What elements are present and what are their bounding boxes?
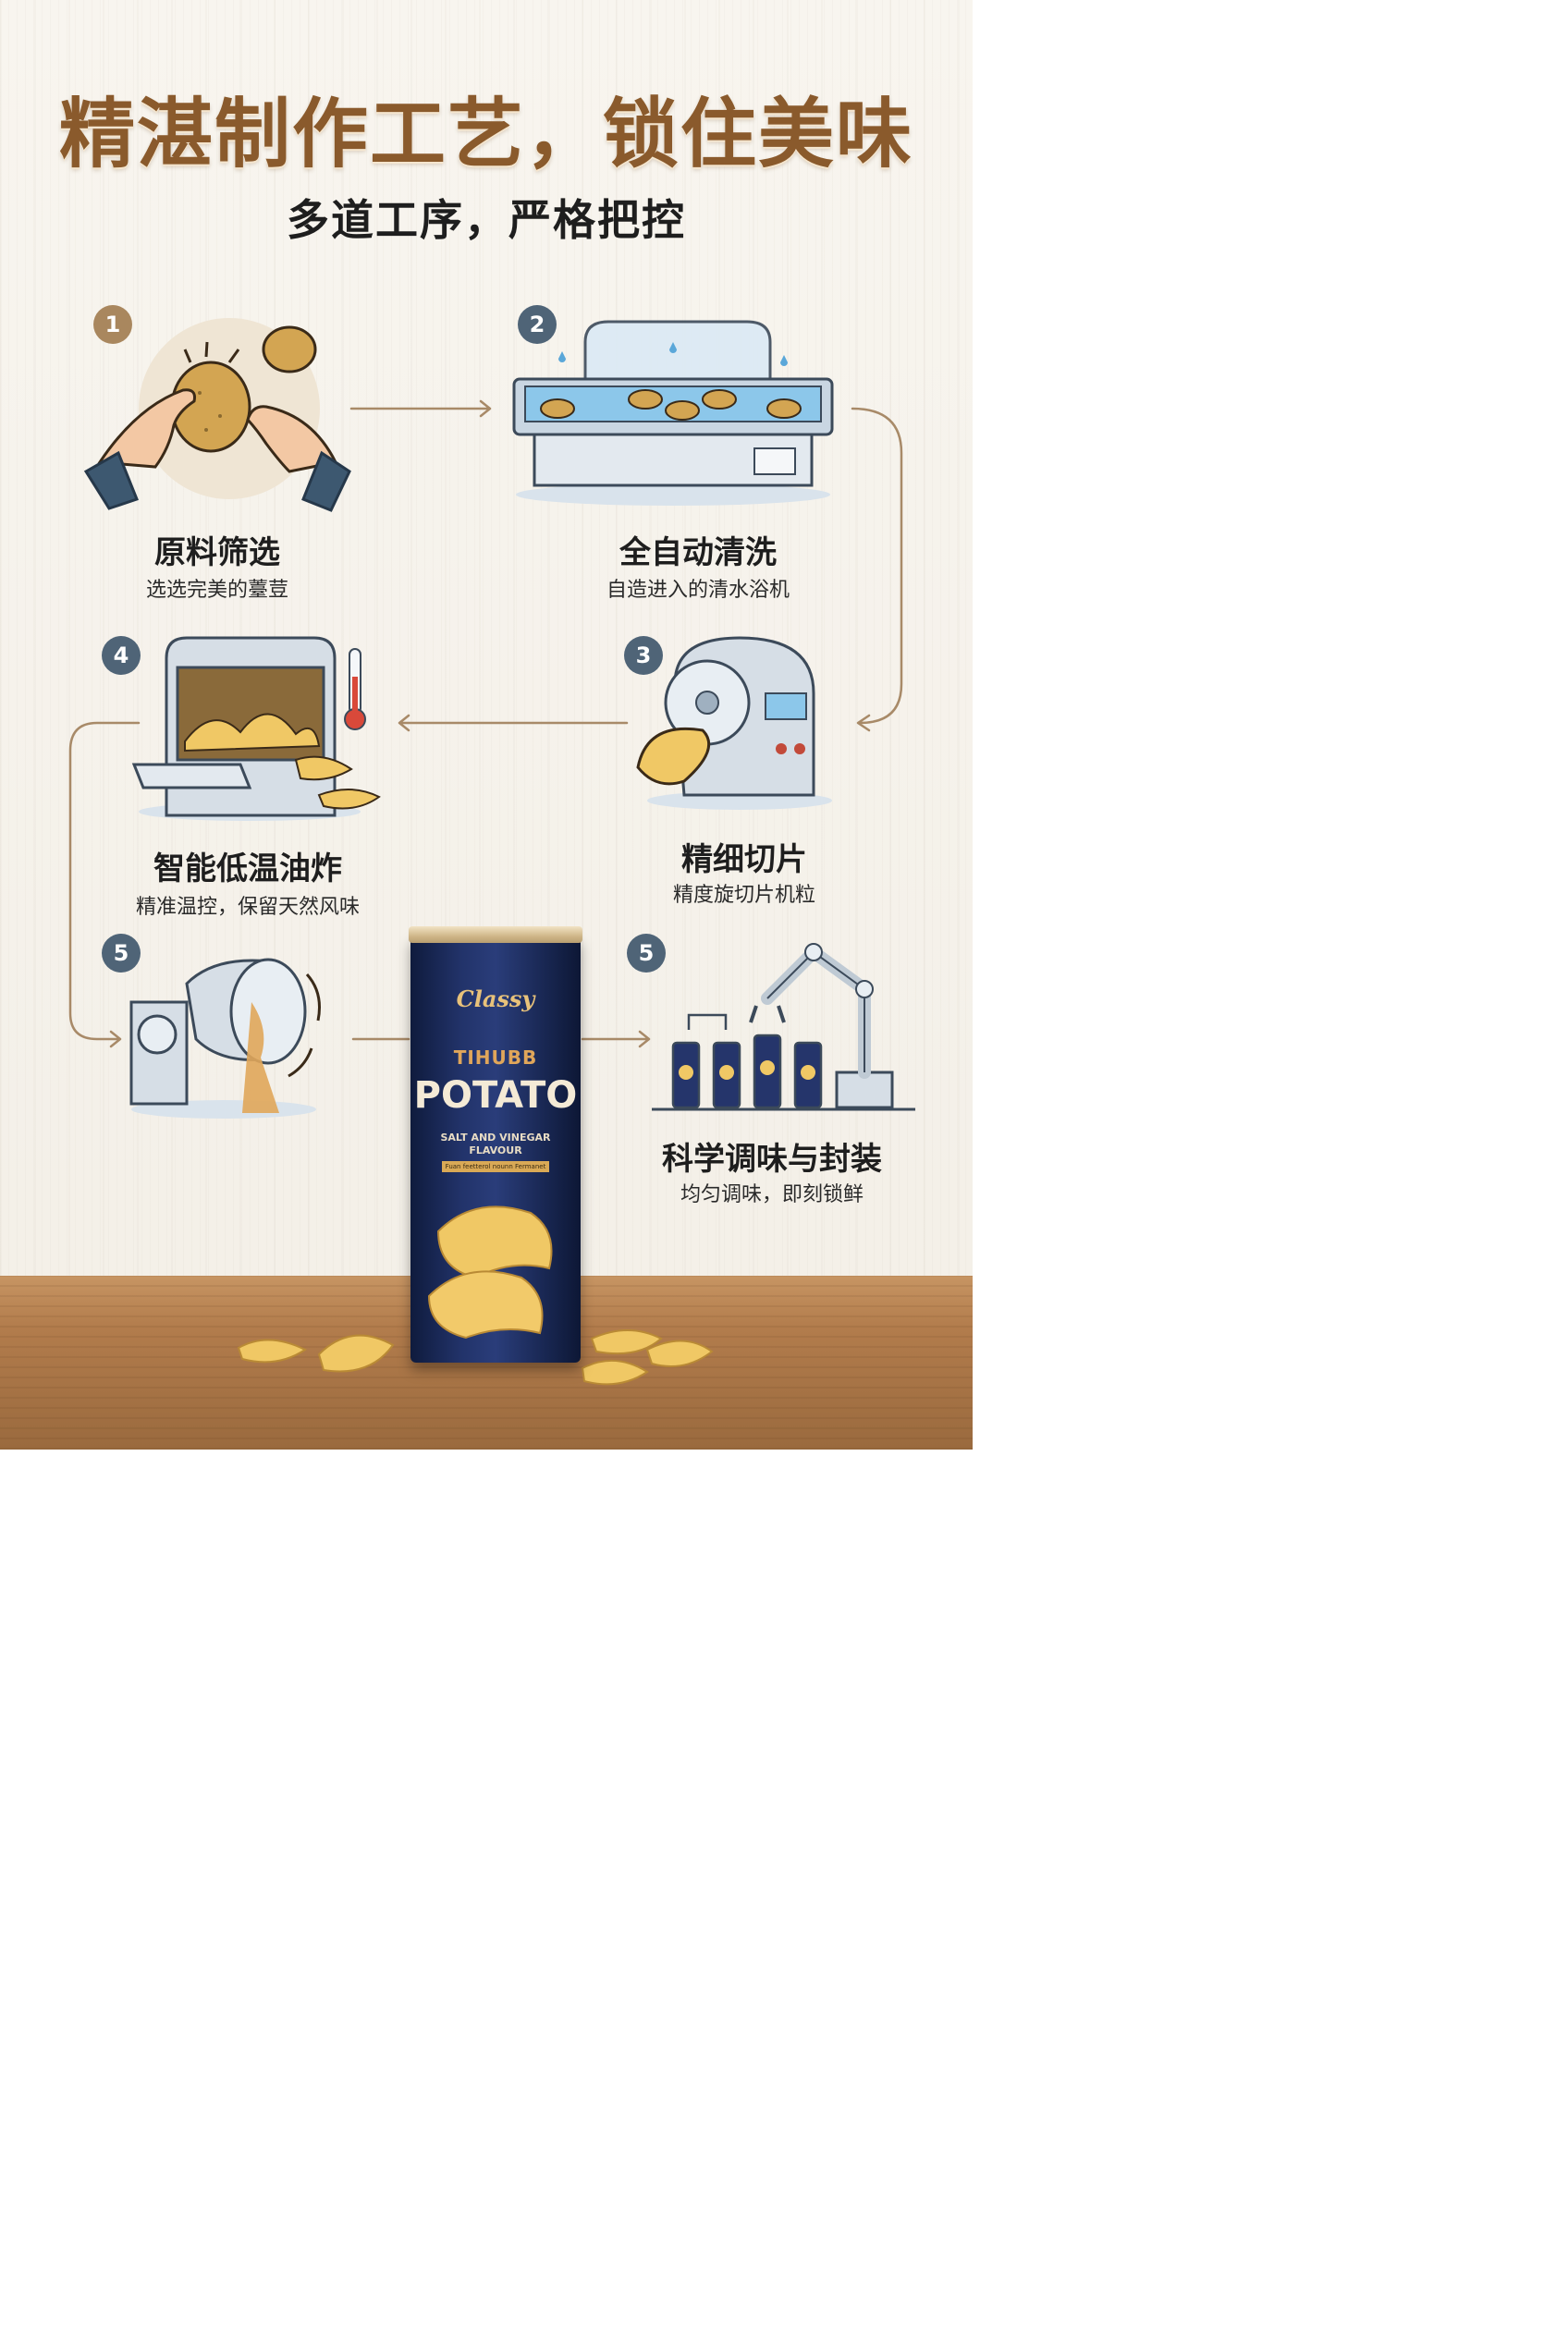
step-4-badge: 4 bbox=[102, 636, 141, 675]
step-3-desc: 精度旋切片机粒 bbox=[672, 884, 815, 907]
step-2-title: 全自动清洗 bbox=[619, 534, 777, 571]
step-5-badge: 5 bbox=[102, 934, 141, 973]
slicing-machine-icon bbox=[636, 636, 832, 810]
can-lid bbox=[409, 926, 582, 943]
step-1-desc: 选选完美的薹荳 bbox=[145, 579, 288, 602]
step-6-desc: 均匀调味，即刻锁鲜 bbox=[680, 1183, 864, 1206]
arrow-2-to-3 bbox=[851, 407, 903, 732]
step-4-title: 智能低温油炸 bbox=[153, 850, 342, 887]
page-title: 精湛制作工艺，锁住美味 bbox=[58, 90, 913, 178]
can-body: Classy TIHUBB POTATO SALT AND VINEGAR FL… bbox=[410, 936, 581, 1363]
step-6-title: 科学调味与封装 bbox=[662, 1141, 882, 1178]
step-1-title: 原料筛选 bbox=[154, 534, 280, 571]
step-2-desc: 自造进入的清水浴机 bbox=[606, 579, 790, 602]
page-subtitle: 多道工序，严格把控 bbox=[287, 195, 686, 245]
can-brand-logo: Classy bbox=[456, 985, 535, 1012]
can-product-name: POTATO bbox=[413, 1074, 578, 1117]
washing-machine-icon bbox=[512, 320, 834, 506]
arrow-can-to-6 bbox=[581, 1030, 651, 1048]
hands-holding-potato-icon bbox=[83, 318, 351, 512]
arrow-4-to-5 bbox=[68, 721, 141, 1048]
step-4-desc: 精准温控，保留天然风味 bbox=[135, 896, 360, 919]
flow-arrows bbox=[68, 399, 903, 1048]
seasoning-drum-icon bbox=[129, 958, 321, 1119]
can-brand-name: TIHUBB bbox=[453, 1046, 538, 1069]
step-3-title: 精细切片 bbox=[681, 841, 807, 878]
step-1-badge: 1 bbox=[93, 305, 132, 344]
product-can: Classy TIHUBB POTATO SALT AND VINEGAR FL… bbox=[409, 926, 582, 1368]
arrow-1-to-2 bbox=[349, 399, 492, 418]
fryer-icon bbox=[131, 636, 381, 821]
can-tagline-band: Fuan feetterol nounn Fermanet bbox=[442, 1161, 549, 1172]
infographic-page: 精湛制作工艺，锁住美味 多道工序，严格把控 1 原料筛选 选选完美的薹荳 2 bbox=[0, 0, 973, 1450]
can-flavour: SALT AND VINEGAR FLAVOUR bbox=[440, 1132, 551, 1156]
packaging-robot-icon bbox=[652, 943, 915, 1111]
step-3-badge: 3 bbox=[624, 636, 663, 675]
loose-chips bbox=[237, 1329, 714, 1386]
step-6-badge: 5 bbox=[627, 934, 666, 973]
can-chips-illustration bbox=[427, 1205, 553, 1340]
step-2-badge: 2 bbox=[518, 305, 557, 344]
arrow-3-to-4 bbox=[398, 714, 629, 732]
